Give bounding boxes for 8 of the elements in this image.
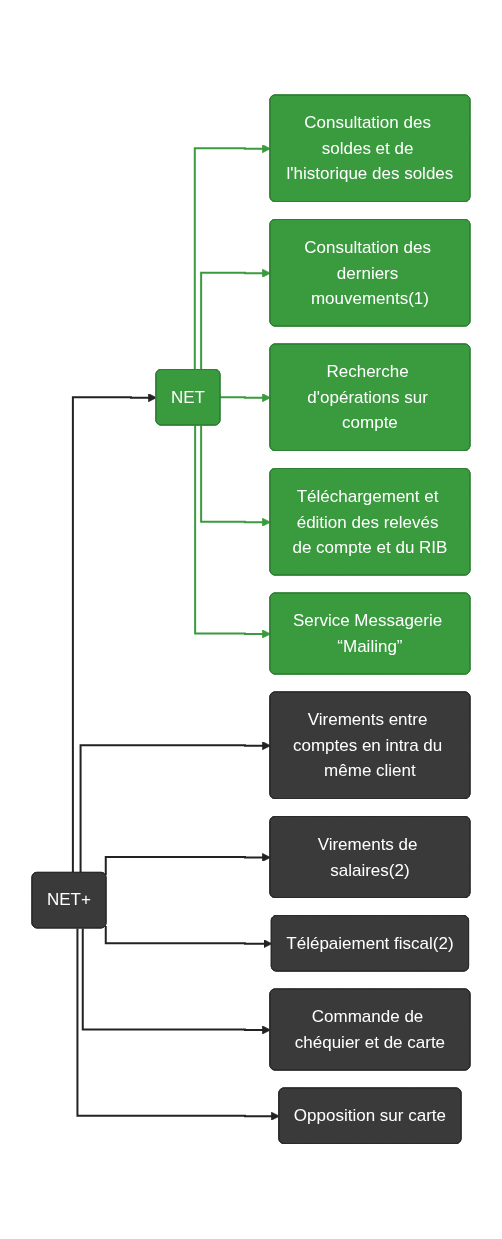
arrow [104, 925, 273, 949]
arrow [219, 393, 271, 403]
arrow [76, 927, 280, 1121]
arrow [104, 853, 271, 877]
arrow [200, 424, 271, 527]
arrow [81, 927, 271, 1035]
arrow [194, 424, 271, 639]
arrow [79, 741, 271, 875]
